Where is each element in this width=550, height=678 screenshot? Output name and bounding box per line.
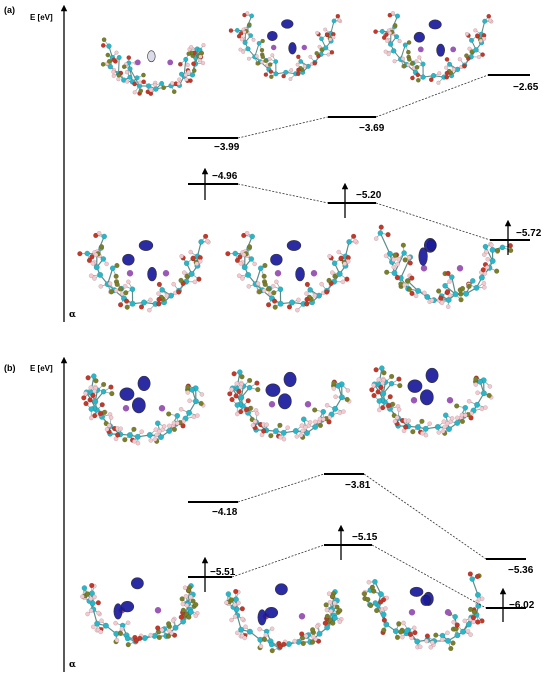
lumo-energy-label: −3.99 xyxy=(214,142,240,153)
molecule-structure-icon xyxy=(81,373,206,446)
panel-b: (b) E [eV] α −4.18 −3.81 −5.36 −5.51 −5.… xyxy=(4,356,535,672)
panel-a: (a) E [eV] α −3.99 −3.69 −2.65 −4.96 −5.… xyxy=(4,4,542,322)
connector-dotted-line xyxy=(363,473,487,560)
connector-dotted-line xyxy=(237,116,329,139)
connector-dotted-line xyxy=(237,473,325,503)
molecule-structure-icon xyxy=(100,37,206,96)
molecule-structure-icon xyxy=(227,369,352,442)
homo-energy-label: −5.20 xyxy=(356,190,382,201)
connector-dotted-line xyxy=(375,74,489,118)
molecule-structure-icon xyxy=(373,11,494,85)
homo-energy-label: −4.96 xyxy=(212,171,238,182)
connector-dotted-line xyxy=(371,544,487,609)
panel-a-label: (a) xyxy=(4,5,15,15)
molecule-structure-icon xyxy=(77,230,211,313)
molecule-structure-icon xyxy=(228,11,343,82)
panel-b-label: (b) xyxy=(4,363,16,373)
connector-dotted-line xyxy=(231,544,325,578)
panel-b-alpha-label: α xyxy=(69,660,76,670)
lumo-energy-label: −2.65 xyxy=(513,82,539,93)
molecule-structure-icon xyxy=(80,577,200,648)
panel-a-axis-label: E [eV] xyxy=(30,13,53,22)
panel-b-axis-label: E [eV] xyxy=(30,364,53,373)
molecule-structure-icon xyxy=(373,224,514,309)
molecule-structure-icon xyxy=(369,365,494,438)
molecule-structure-icon xyxy=(361,571,485,652)
molecule-structure-icon xyxy=(225,230,359,313)
homo-energy-label: −6.02 xyxy=(509,600,535,611)
panel-a-alpha-label: α xyxy=(69,310,76,320)
molecule-structure-icon xyxy=(224,583,344,654)
connector-dotted-line xyxy=(375,202,491,241)
connector-dotted-line xyxy=(237,183,329,204)
lumo-energy-label: −3.69 xyxy=(359,123,385,134)
lumo-energy-label: −5.36 xyxy=(508,565,534,576)
homo-energy-label: −5.15 xyxy=(352,532,378,543)
homo-energy-label: −5.72 xyxy=(516,228,542,239)
lumo-energy-label: −4.18 xyxy=(212,507,238,518)
lumo-energy-label: −3.81 xyxy=(345,480,371,491)
homo-energy-label: −5.51 xyxy=(210,567,236,578)
